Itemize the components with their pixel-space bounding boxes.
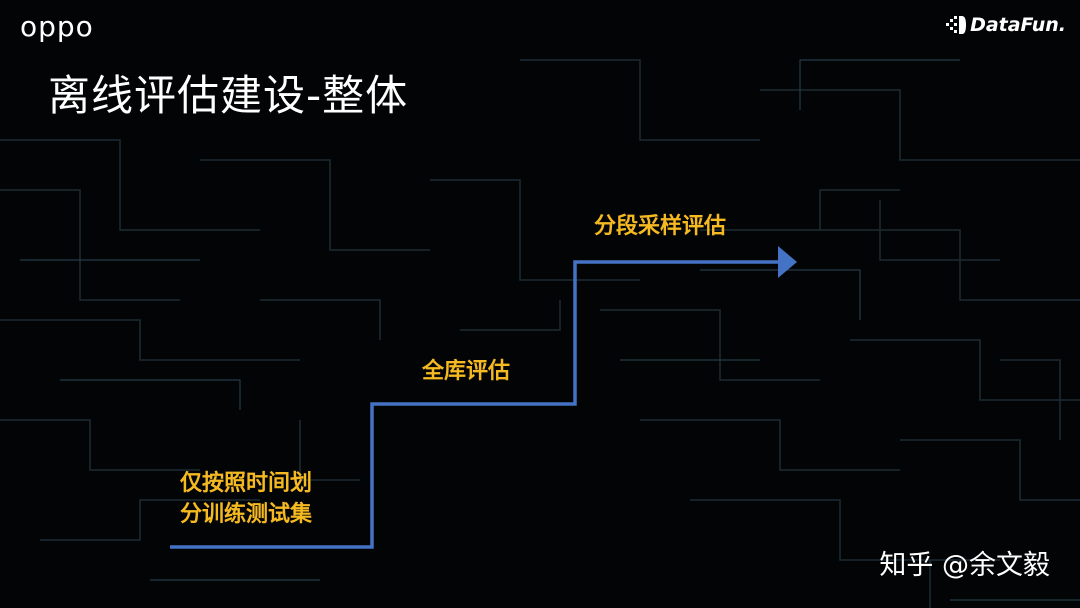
datafun-logo: DataFun. — [946, 14, 1066, 36]
step-label-segmented-sampling: 分段采样评估 — [594, 211, 726, 242]
oppo-logo: oppo — [20, 10, 94, 43]
arrow-right-icon — [778, 246, 797, 278]
step-label-line: 分段采样评估 — [594, 214, 727, 239]
step-label-line: 全库评估 — [422, 359, 511, 384]
staircase-path — [170, 260, 778, 549]
step-label-full-library: 全库评估 — [422, 356, 510, 387]
step-label-time-split: 仅按照时间划 分训练测试集 — [180, 468, 312, 530]
datafun-mark-icon — [946, 16, 967, 34]
page-title: 离线评估建设-整体 — [48, 71, 409, 120]
datafun-logo-text: DataFun. — [970, 14, 1066, 36]
watermark: 知乎 @余文毅 — [879, 550, 1050, 581]
step-label-line: 分训练测试集 — [180, 502, 313, 527]
step-label-line: 仅按照时间划 — [180, 471, 313, 496]
